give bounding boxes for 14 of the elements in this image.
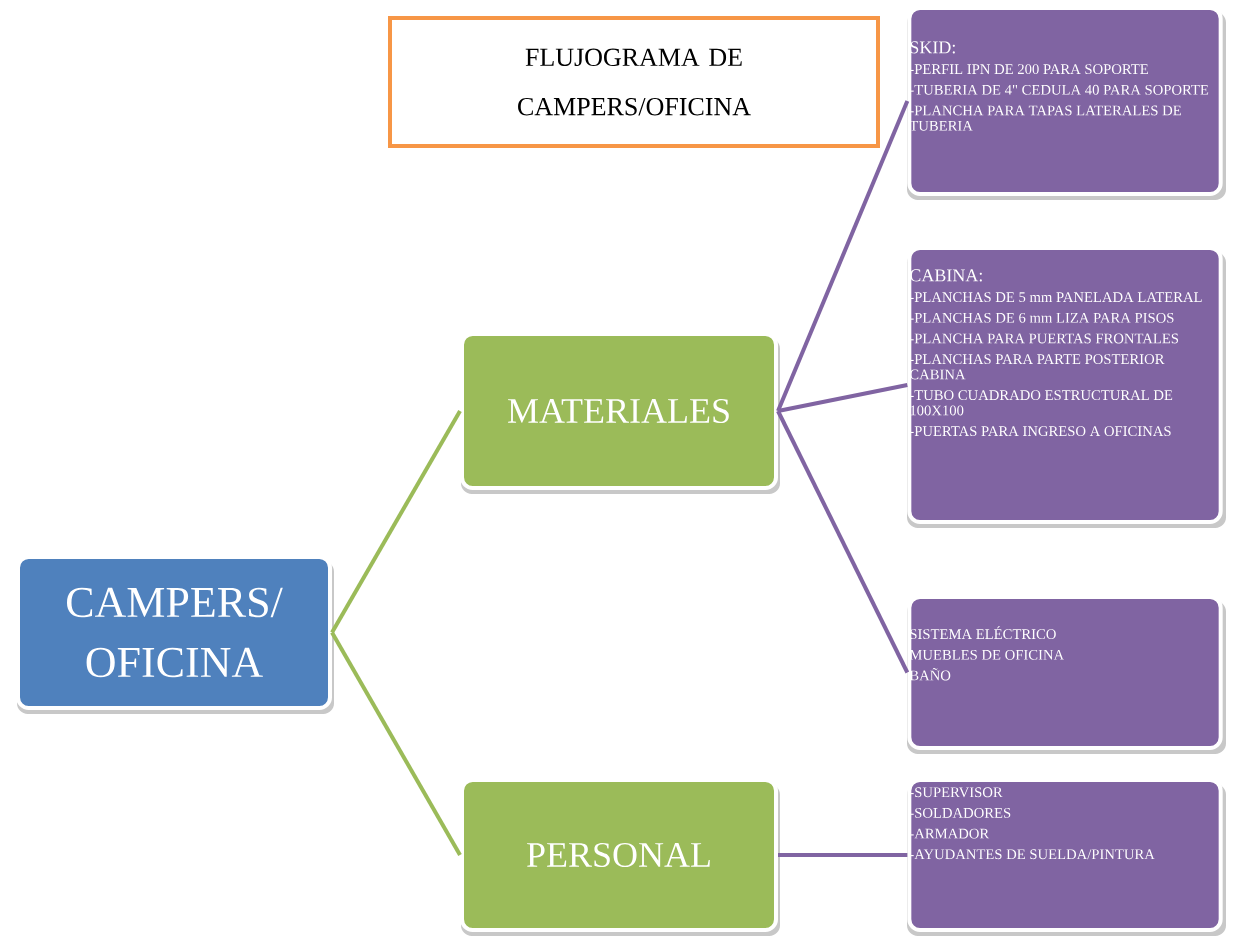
connector-line xyxy=(776,100,910,412)
connector-line xyxy=(330,410,462,634)
connector-line xyxy=(778,853,908,857)
category-box: PERSONAL xyxy=(460,778,780,936)
title-box: FLUJOGRAMA DE CAMPERS/OFICINA xyxy=(388,16,880,148)
connector-line xyxy=(776,410,910,674)
topic-box: CAMPERS/ OFICINA xyxy=(16,555,334,714)
category-box: MATERIALES xyxy=(460,332,780,494)
connector-line xyxy=(777,383,908,413)
list-box: CABINA: -PLANCHAS DE 5 mm PANELADA LATERAL -PLANCHAS DE 6 mm LIZA PARA PISOS -PLANCHA PARA PUERTAS FRONTALES -PLANCHAS PARA PARTE POSTERIOR CABINA -TUBO CUADRADO ESTRUCTURAL DE 100X100 -PUERTAS PARA INGRESO A OFICINAS xyxy=(907,246,1226,528)
connector-line xyxy=(330,631,462,856)
list-box: SISTEMA ELÉCTRICO MUEBLES DE OFICINA BAÑO xyxy=(907,595,1226,754)
list-box: -SUPERVISOR -SOLDADORES -ARMADOR -AYUDANTES DE SUELDA/PINTURA xyxy=(907,778,1226,936)
list-box: SKID: -PERFIL IPN DE 200 PARA SOPORTE -TUBERIA DE 4" CEDULA 40 PARA SOPORTE -PLANCHA PARA TAPAS LATERALES DE TUBERIA xyxy=(907,6,1226,200)
